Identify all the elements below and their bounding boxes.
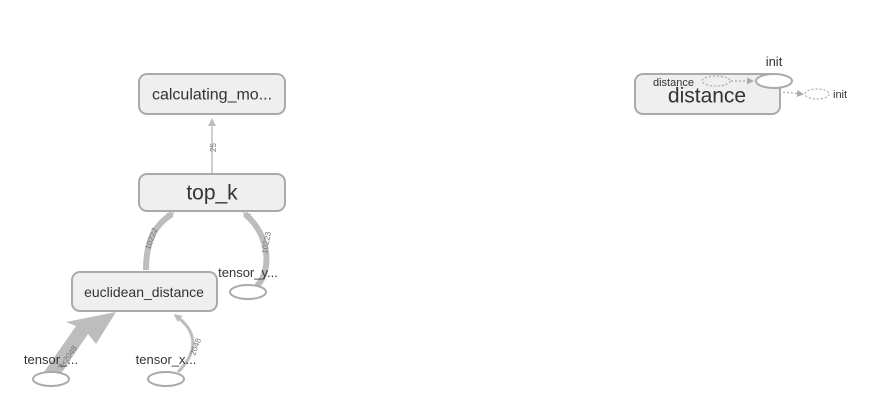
node-calculating-label: calculating_mo...	[152, 87, 272, 104]
edge-tensory-to-topk[interactable]	[242, 211, 270, 289]
op-init-top[interactable]: init	[755, 54, 793, 89]
edge-tensorxb-to-euclidean[interactable]	[173, 314, 195, 374]
node-distance-label: distance	[668, 85, 746, 108]
op-init-right[interactable]: init	[804, 88, 847, 101]
op-tensor-x-b[interactable]: tensor_x...	[136, 352, 197, 387]
op-tensor-x-a[interactable]: tensor_...	[24, 352, 78, 387]
distance-inner-ellipse	[701, 75, 731, 87]
node-top-k-label: top_k	[186, 182, 238, 205]
op-init-right-label: init	[833, 89, 847, 101]
op-tensor-x-b-label: tensor_x...	[136, 352, 197, 367]
op-tensor-x-a-label: tensor_...	[24, 352, 78, 367]
op-tensor-y[interactable]: tensor_y...	[218, 265, 278, 300]
node-calculating[interactable]: calculating_mo...	[138, 73, 286, 115]
node-top-k[interactable]: top_k	[138, 173, 286, 212]
edge-label-tensory-to-topk: 10223	[260, 230, 273, 254]
node-euclidean-distance[interactable]: euclidean_distance	[71, 271, 218, 312]
node-distance[interactable]: distance	[634, 73, 781, 115]
edge-label-euclidean-to-topk: 10222	[143, 226, 159, 251]
edge-init-to-init	[782, 89, 804, 97]
op-tensor-y-label: tensor_y...	[218, 265, 278, 280]
node-euclidean-distance-label: euclidean_distance	[84, 284, 204, 300]
edge-euclidean-to-topk[interactable]	[143, 211, 175, 271]
edge-label-topk-to-calculating: 25	[209, 143, 218, 152]
edge-tensorxa-to-euclidean[interactable]	[44, 312, 116, 378]
op-init-top-label: init	[766, 54, 783, 69]
distance-inner-label: distance	[653, 77, 694, 89]
